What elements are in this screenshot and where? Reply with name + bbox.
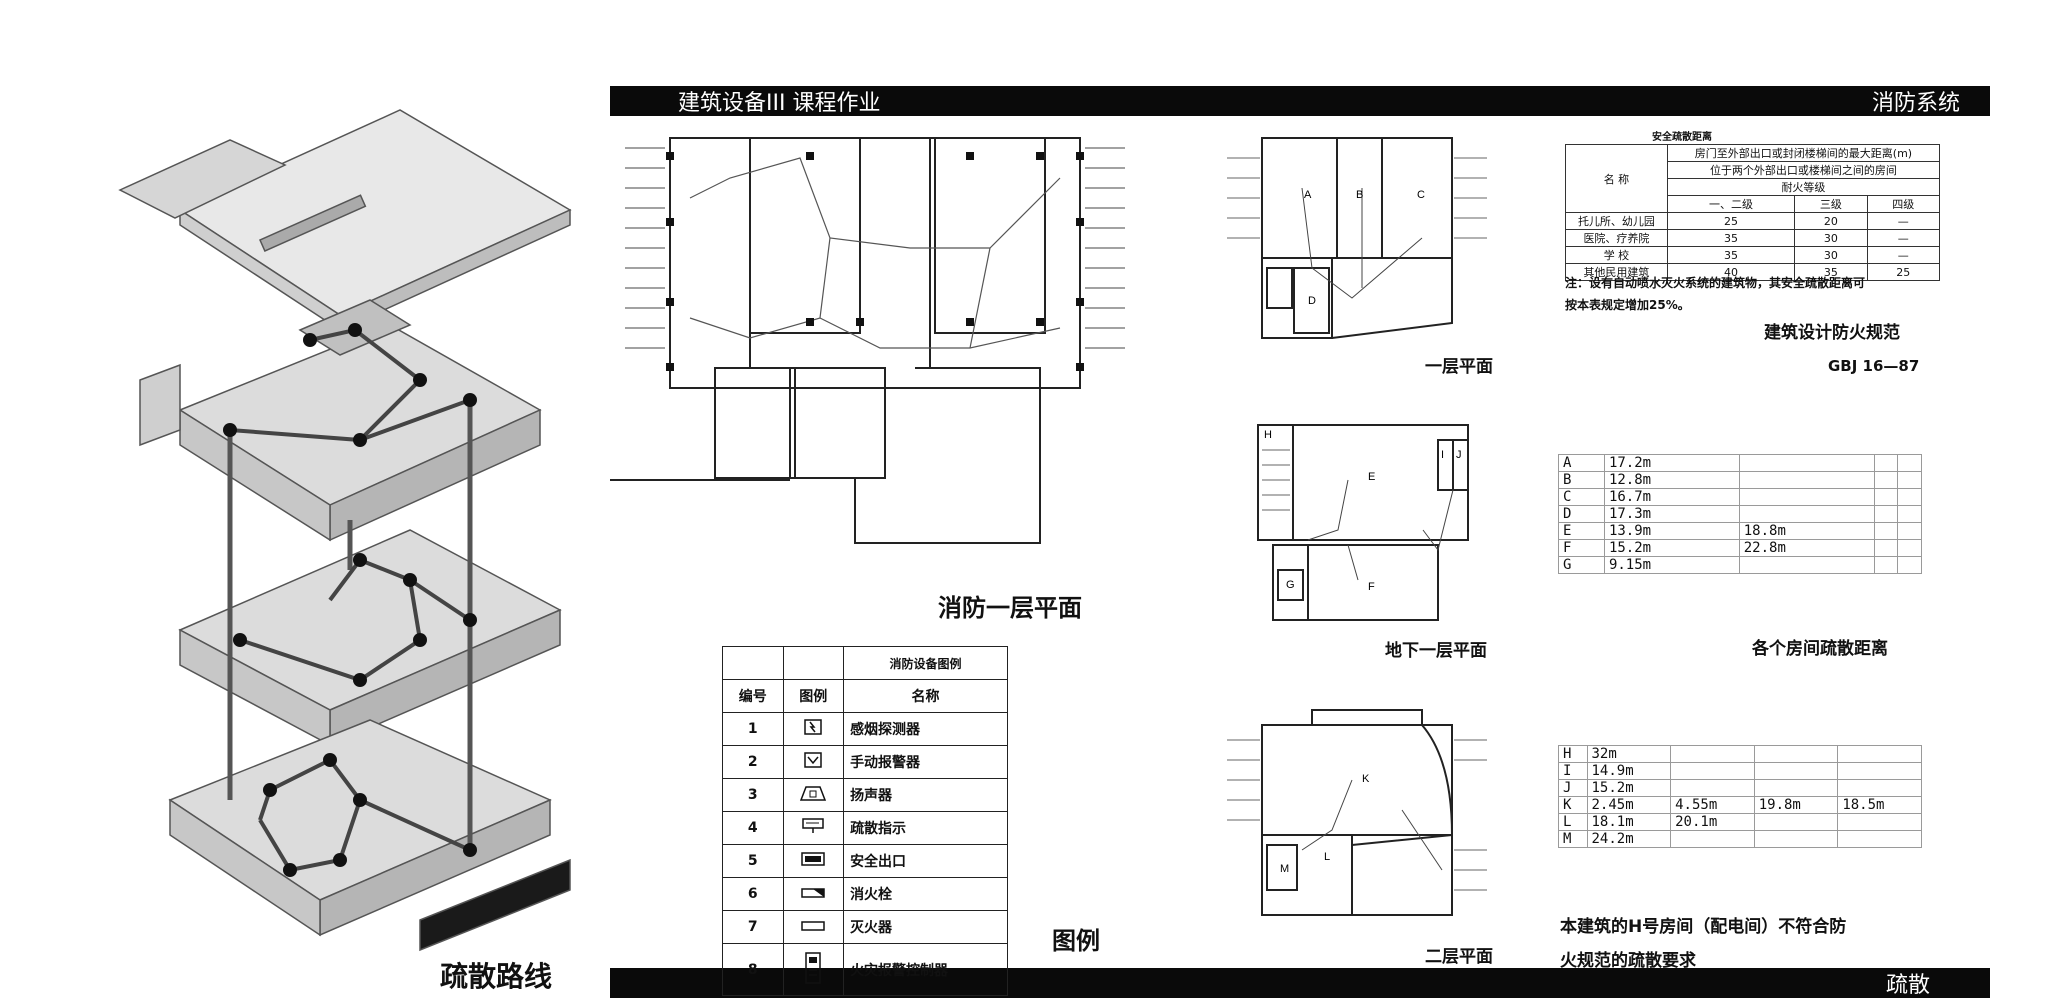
- legend-row: 5 安全出口: [722, 844, 1008, 878]
- room-label-l: L: [1324, 851, 1330, 863]
- hydrant-icon: [782, 877, 845, 911]
- room-label-j: J: [1456, 449, 1462, 461]
- stair-hatching: [625, 147, 1125, 349]
- alarm-controller-icon: [782, 943, 845, 996]
- legend-row: 7 灭火器: [722, 910, 1008, 944]
- axon-caption: 疏散路线: [440, 960, 553, 993]
- room-label-h: H: [1264, 429, 1272, 441]
- room-label-c: C: [1417, 189, 1425, 201]
- basement-plan: H I J E F G: [1257, 424, 1469, 621]
- evacuation-sign-icon: [782, 811, 845, 845]
- legend-row: 8 火灾报警控制器: [722, 943, 1008, 996]
- route-nodes: [223, 323, 477, 877]
- first-floor-caption: 一层平面: [1425, 357, 1493, 377]
- code-rating-header: 耐火等级: [1666, 178, 1941, 196]
- middle-level: [178, 529, 562, 747]
- columns: [666, 152, 1084, 371]
- standard-code: GBJ 16—87: [1828, 357, 1920, 375]
- speaker-icon: [782, 778, 845, 812]
- topic-title: 消防系统: [1871, 91, 1960, 116]
- distances-caption: 各个房间疏散距离: [1752, 639, 1888, 659]
- second-floor-caption: 二层平面: [1425, 947, 1493, 967]
- extinguisher-icon: [782, 910, 845, 944]
- manual-alarm-icon: [782, 745, 845, 779]
- alarm-wiring: [689, 157, 1061, 349]
- upper-level: [139, 299, 542, 542]
- legend-title: 消防设备图例: [843, 646, 1008, 680]
- fire-plan-caption: 消防一层平面: [938, 594, 1082, 622]
- header-bar: 建筑设备III 课程作业 消防系统: [610, 86, 1990, 116]
- conclusion-text: 本建筑的H号房间（配电间）不符合防 火规范的疏散要求: [1560, 917, 1847, 971]
- room-label-g: G: [1286, 579, 1295, 591]
- code-name-header: 名 称: [1565, 144, 1668, 213]
- code-table-title: 安全疏散距离: [1652, 132, 1712, 143]
- room-label-a: A: [1304, 189, 1312, 201]
- exit-sign-icon: [782, 844, 845, 878]
- legend-row: 1 感烟探测器: [722, 712, 1008, 746]
- code-note: 注：设有自动喷水灭火系统的建筑物，其安全疏散距离可 按本表规定增加25%。: [1565, 276, 1866, 312]
- ground-level: [168, 719, 571, 952]
- code-table: 名 称 房门至外部出口或封闭楼梯间的最大距离(m) 位于两个外部出口或楼梯间之间…: [1565, 144, 1941, 281]
- exploded-axonometric: [118, 109, 572, 952]
- room-label-e: E: [1368, 471, 1375, 483]
- basement-caption: 地下一层平面: [1385, 641, 1487, 661]
- roof-level: [118, 109, 572, 332]
- room-label-d: D: [1308, 295, 1316, 307]
- legend-header-name: 名称: [843, 679, 1008, 713]
- fire-first-floor-plan: [610, 137, 1125, 544]
- legend-header-symbol: 图例: [782, 679, 845, 713]
- standard-title: 建筑设计防火规范: [1764, 323, 1900, 343]
- second-floor-plan: K L M: [1227, 709, 1487, 916]
- code-sub-header: 位于两个外部出口或楼梯间之间的房间: [1666, 161, 1941, 179]
- legend-row: 3 扬声器: [722, 778, 1008, 812]
- legend-row: 6 消火栓: [722, 877, 1008, 911]
- course-title: 建筑设备III 课程作业: [678, 91, 881, 116]
- legend-table: 消防设备图例 编号 图例 名称 1 感烟探测器 2 手动报警器 3 扬声器 4 …: [722, 646, 1008, 996]
- code-main-header: 房门至外部出口或封闭楼梯间的最大距离(m): [1666, 144, 1941, 162]
- room-label-k: K: [1362, 773, 1370, 785]
- room-label-i: I: [1441, 449, 1444, 461]
- footer-label: 疏散: [1885, 973, 1930, 998]
- legend-header-no: 编号: [722, 679, 784, 713]
- room-label-b: B: [1356, 189, 1363, 201]
- legend-row: 4 疏散指示: [722, 811, 1008, 845]
- room-label-f: F: [1368, 581, 1375, 593]
- legend-caption: 图例: [1052, 927, 1100, 955]
- legend-row: 2 手动报警器: [722, 745, 1008, 779]
- first-floor-plan: A B C D: [1227, 137, 1487, 339]
- room-label-m: M: [1280, 863, 1289, 875]
- smoke-detector-icon: [782, 712, 845, 746]
